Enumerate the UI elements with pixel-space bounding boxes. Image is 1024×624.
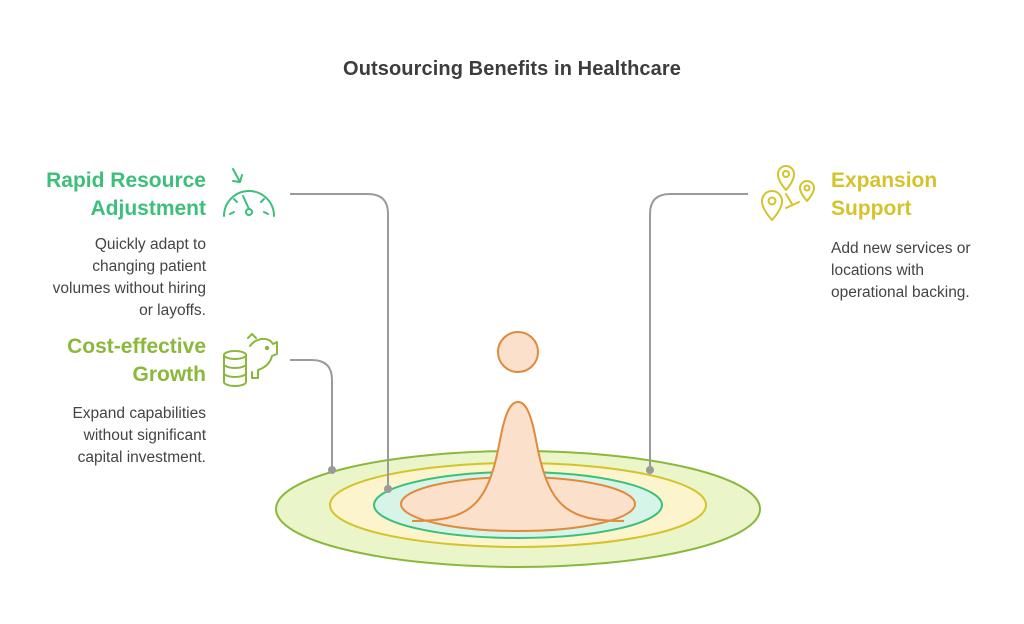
rapid-resource-desc-line2: changing patient [92,258,206,275]
expansion-support-heading-line1: Expansion [831,169,938,192]
rapid-resource-desc-line4: or layoffs. [139,302,206,319]
expansion-support-desc-line1: Add new services or [831,240,971,257]
figure-body-peak [411,401,625,522]
cost-effective-heading: Cost-effective Growth [20,333,206,389]
rapid-resource-desc-line1: Quickly adapt to [94,236,206,253]
cost-effective-desc-line2: without significant [83,427,206,444]
diagram-title: Outsourcing Benefits in Healthcare [343,58,681,80]
connector-dot-expansion-support [646,466,654,474]
expansion-support-heading: Expansion Support [831,167,1011,223]
connector-dot-cost-effective [328,466,336,474]
rapid-resource-desc-line3: volumes without hiring [52,280,206,297]
figure-head [497,331,539,373]
piggy-bank-coins-icon [223,333,278,387]
cost-effective-desc-line3: capital investment. [77,449,206,466]
rapid-resource-heading-line1: Rapid Resource [46,169,206,192]
rapid-resource-heading: Rapid Resource Adjustment [20,167,206,223]
cost-effective-desc-line1: Expand capabilities [72,405,206,422]
cost-effective-description: Expand capabilities without significant … [20,403,206,469]
expansion-support-desc-line3: operational backing. [831,284,970,301]
central-figure [411,331,625,522]
speedometer-icon [223,168,275,217]
connectors [290,193,748,489]
connector-dot-rapid-resource [384,485,392,493]
expansion-support-description: Add new services or locations with opera… [831,238,1011,304]
connector-expansion-support [649,193,748,470]
expansion-support-desc-line2: locations with [831,262,925,279]
cost-effective-heading-line1: Cost-effective [67,335,206,358]
connector-rapid-resource [290,193,389,489]
expansion-support-heading-line2: Support [831,197,912,220]
rapid-resource-description: Quickly adapt to changing patient volume… [20,234,206,322]
cost-effective-heading-line2: Growth [132,363,207,386]
rapid-resource-heading-line2: Adjustment [90,197,207,220]
map-pins-route-icon [761,165,815,221]
connector-cost-effective [290,359,333,470]
